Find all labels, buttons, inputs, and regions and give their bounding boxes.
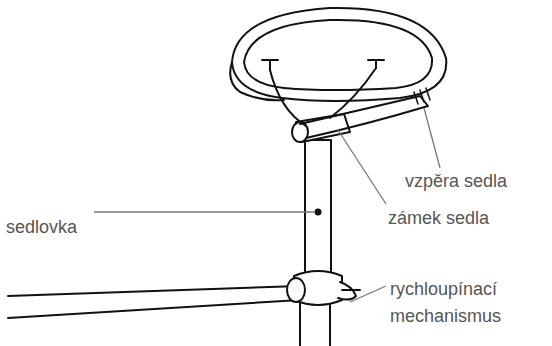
part-label: rychloupínací mechanismus — [390, 276, 515, 330]
saddle-rail — [330, 68, 376, 118]
leader-line — [424, 108, 440, 168]
frame-tube — [8, 300, 300, 318]
part-label: zámek sedla — [388, 205, 538, 232]
rail-mount — [262, 60, 278, 70]
rail-end — [414, 88, 430, 104]
seat-post — [305, 140, 331, 290]
post-dot — [316, 210, 321, 215]
frame-tube — [8, 286, 300, 296]
rail-mount — [368, 60, 384, 68]
part-label: sedlovka — [6, 214, 92, 241]
leader-line — [94, 211, 314, 212]
leader-line — [338, 130, 386, 204]
qr-axle — [342, 289, 360, 291]
qr-nut — [287, 278, 305, 302]
saddle-rail — [300, 96, 428, 138]
saddle-rail — [270, 70, 306, 126]
part-label: vzpěra sedla — [405, 168, 545, 195]
saddle-shell — [232, 8, 446, 101]
leader-line — [350, 286, 386, 302]
saddle-nose — [230, 62, 284, 100]
